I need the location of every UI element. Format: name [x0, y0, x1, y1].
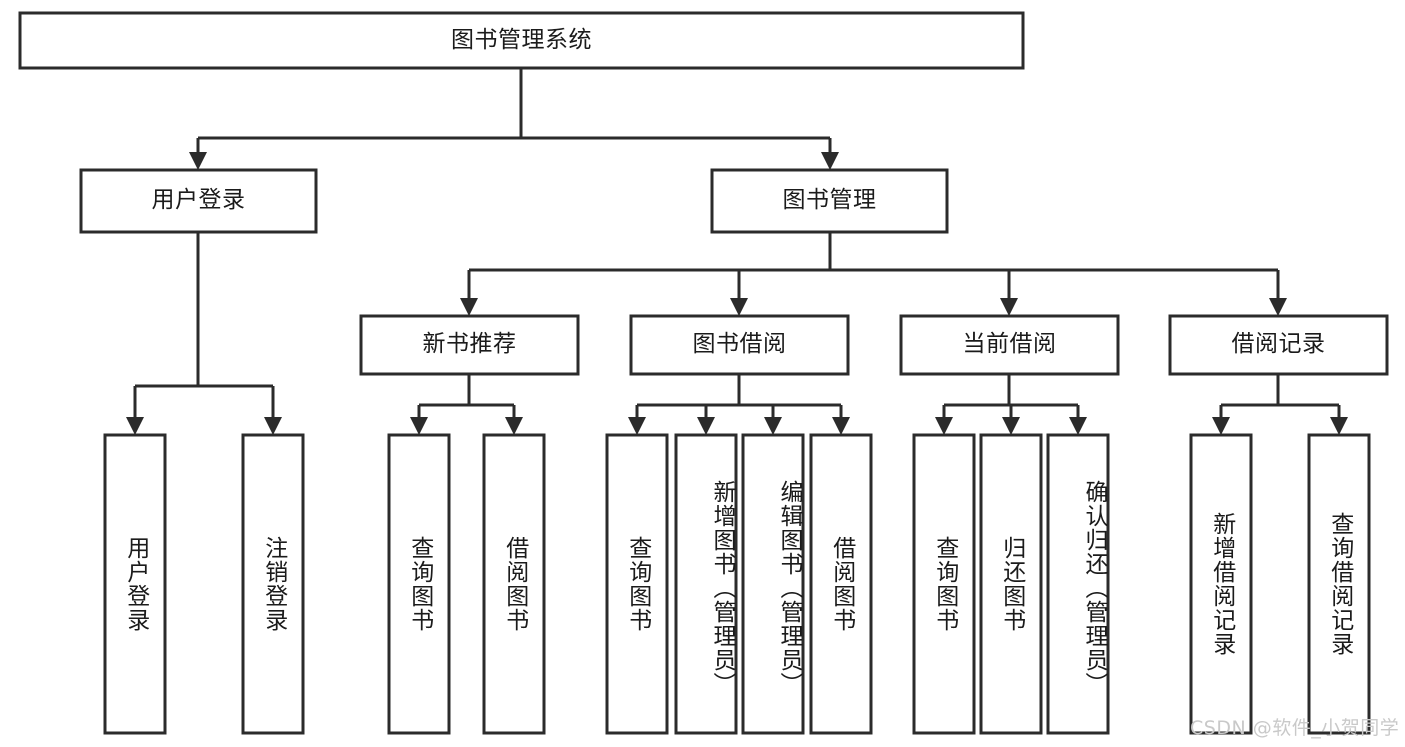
node-box-book-manage[interactable] — [710, 168, 949, 234]
node-box-book-borrow[interactable] — [629, 314, 850, 376]
leaf-box-book-borrow-2[interactable] — [741, 433, 805, 735]
node-box-borrow-record[interactable] — [1168, 314, 1389, 376]
leaf-box-borrow-record-0[interactable] — [1189, 433, 1253, 735]
leaf-box-current-borrow-1[interactable] — [979, 433, 1043, 735]
connector-borrow-record-to-leaves — [1212, 374, 1348, 435]
leaf-box-book-borrow-1[interactable] — [674, 433, 738, 735]
leaf-box-user-login-1[interactable] — [241, 433, 305, 735]
connector-book-borrow-to-leaves — [628, 374, 850, 435]
node-box-current-borrow[interactable] — [899, 314, 1120, 376]
leaf-box-user-login-0[interactable] — [103, 433, 167, 735]
connector-book-manage-to-level2 — [460, 232, 1287, 316]
connector-new-book-to-leaves — [410, 374, 523, 435]
leaf-box-new-book-0[interactable] — [387, 433, 451, 735]
leaf-box-current-borrow-0[interactable] — [912, 433, 976, 735]
leaf-box-book-borrow-0[interactable] — [605, 433, 669, 735]
connector-root-to-level1 — [189, 68, 839, 170]
node-box-user-login[interactable] — [79, 168, 318, 234]
csdn-watermark: CSDN @软件_小贺同学 — [1190, 717, 1400, 739]
leaf-box-book-borrow-3[interactable] — [809, 433, 873, 735]
node-box-root[interactable] — [18, 11, 1025, 70]
leaf-box-borrow-record-1[interactable] — [1307, 433, 1371, 735]
node-box-new-book[interactable] — [359, 314, 580, 376]
leaf-box-new-book-1[interactable] — [482, 433, 546, 735]
connector-current-borrow-to-leaves — [935, 374, 1087, 435]
leaf-box-current-borrow-2[interactable] — [1046, 433, 1110, 735]
connector-user-login-to-leaves — [126, 232, 282, 435]
